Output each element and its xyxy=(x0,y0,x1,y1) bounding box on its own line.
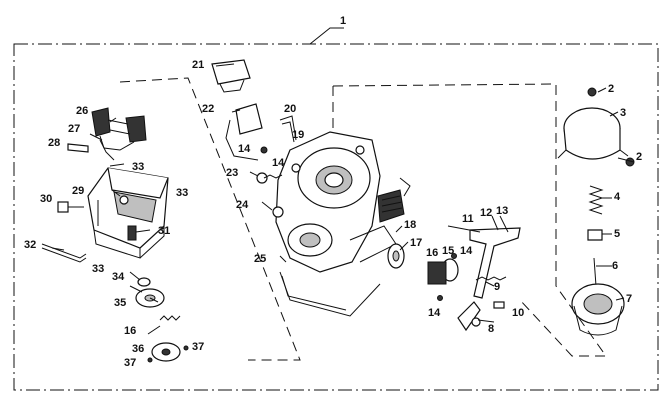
pump-cover-center xyxy=(161,348,171,356)
callout-28: 28 xyxy=(48,137,60,149)
callout-20: 20 xyxy=(284,103,296,115)
callout-8: 8 xyxy=(488,323,494,335)
callout-33-right: 33 xyxy=(176,187,188,199)
callout-4: 4 xyxy=(614,191,621,203)
callout-37-right: 37 xyxy=(192,341,204,353)
callout-15: 15 xyxy=(442,245,454,257)
choke-cap xyxy=(211,59,251,85)
assembly-frame xyxy=(13,43,659,391)
callout-30: 30 xyxy=(40,193,52,205)
float-bowl-plug xyxy=(137,277,151,287)
callout-33-bottom: 33 xyxy=(92,263,104,275)
callout-12: 12 xyxy=(480,207,492,219)
choke-plunger xyxy=(235,103,263,135)
callout-14-lower: 14 xyxy=(428,307,441,319)
callout-18: 18 xyxy=(404,219,416,231)
callout-35: 35 xyxy=(114,297,126,309)
leader-lines xyxy=(51,63,635,335)
lever-pivot xyxy=(471,317,481,327)
pump-cover-screw-a xyxy=(183,345,189,351)
pump-cover-screw-b xyxy=(147,357,153,363)
drain-screw xyxy=(57,201,84,213)
callout-2-top: 2 xyxy=(608,83,614,95)
callout-29: 29 xyxy=(72,185,84,197)
callout-22: 22 xyxy=(202,103,214,115)
callout-1: 1 xyxy=(340,15,346,27)
callout-10: 10 xyxy=(512,307,524,319)
clip-14-right-a xyxy=(451,253,457,259)
callout-26: 26 xyxy=(76,105,88,117)
callout-27: 27 xyxy=(68,123,80,135)
idle-screw xyxy=(272,206,284,218)
callout-11: 11 xyxy=(462,213,474,225)
float xyxy=(91,107,147,151)
vent-tube xyxy=(279,115,297,143)
callout-2-side: 2 xyxy=(636,151,642,163)
callout-34: 34 xyxy=(112,271,125,283)
callout-37-left: 37 xyxy=(124,357,136,369)
callout-9: 9 xyxy=(494,281,500,293)
idle-screw-spring xyxy=(263,174,283,179)
diaphragm-spring xyxy=(588,185,604,215)
float-bowl-group-outline xyxy=(119,77,301,361)
needle-retainer xyxy=(587,229,603,241)
carburetor-body xyxy=(275,131,397,317)
callout-7: 7 xyxy=(626,293,632,305)
callout-6: 6 xyxy=(612,260,618,272)
clip-14-upper xyxy=(260,146,268,154)
return-spring xyxy=(475,276,507,281)
callout-17: 17 xyxy=(410,237,422,249)
spacer-spring xyxy=(427,261,447,285)
callout-24: 24 xyxy=(236,199,249,211)
callout-16-right: 16 xyxy=(426,247,438,259)
callout-5: 5 xyxy=(614,228,620,240)
callout-36: 36 xyxy=(132,343,144,355)
float-needle xyxy=(99,139,115,161)
float-pin xyxy=(67,143,89,153)
callout-23: 23 xyxy=(226,167,238,179)
callout-14-right: 14 xyxy=(460,245,473,257)
throttle-lever xyxy=(469,227,521,299)
callout-3: 3 xyxy=(620,107,626,119)
callout-13: 13 xyxy=(496,205,508,217)
float-bowl xyxy=(87,167,169,259)
callout-labels: 1 2 3 2 4 5 6 7 8 9 10 11 12 13 14 14 14… xyxy=(24,15,642,369)
drain-tube xyxy=(41,243,87,263)
callout-21: 21 xyxy=(192,59,204,71)
pilot-screw xyxy=(256,172,268,184)
choke-cap-nut xyxy=(219,79,245,93)
choke-cable xyxy=(225,119,259,161)
pump-spring xyxy=(159,315,181,321)
diaphragm-group-outline xyxy=(332,83,607,357)
throttle-spring xyxy=(377,189,405,223)
callout-33-left: 33 xyxy=(132,161,144,173)
throttle-arm xyxy=(457,301,481,332)
clip-14-right-b xyxy=(437,295,443,301)
top-cover xyxy=(557,107,629,160)
jet-needle xyxy=(593,257,597,287)
top-cover-screw xyxy=(587,87,597,97)
callout-31: 31 xyxy=(158,225,170,237)
callout-19: 19 xyxy=(292,129,304,141)
throttle-link xyxy=(399,177,411,197)
adjust-screw xyxy=(493,301,505,309)
throttle-pulley-hub xyxy=(392,250,400,262)
callout-32: 32 xyxy=(24,239,36,251)
callout-14-body: 14 xyxy=(272,157,285,169)
callout-14-upper: 14 xyxy=(238,143,251,155)
throttle-spring-coil xyxy=(381,195,403,213)
callout-16-left: 16 xyxy=(124,325,136,337)
callout-25: 25 xyxy=(254,253,266,265)
vacuum-piston-diaphragm xyxy=(571,283,625,336)
assembly-leader xyxy=(309,27,344,45)
main-jet xyxy=(127,225,137,241)
